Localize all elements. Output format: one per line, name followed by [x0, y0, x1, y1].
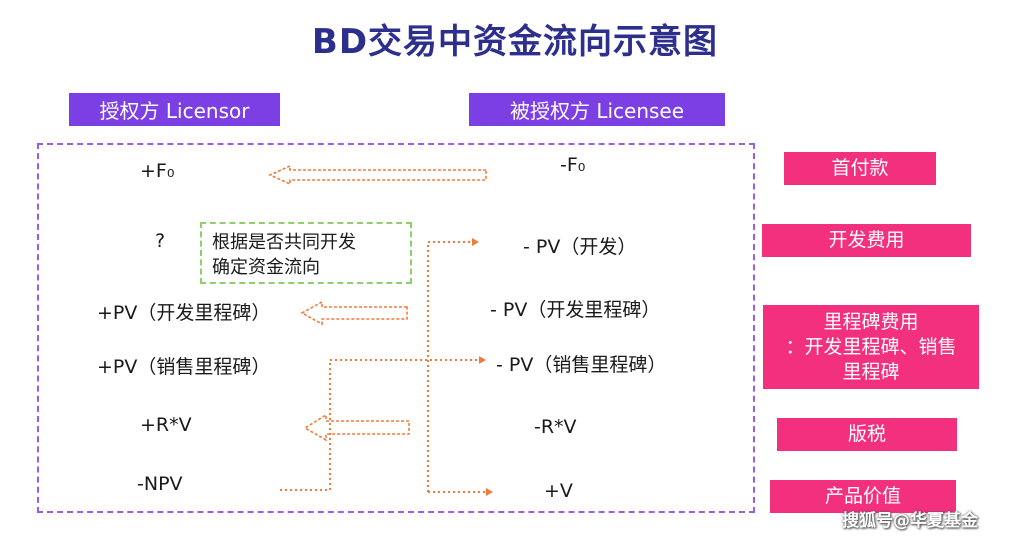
tag-milestone-line-2: ：开发里程碑、销售	[785, 335, 957, 358]
royalty-arrow	[303, 413, 410, 442]
licensor-upfront: +F₀	[140, 160, 175, 182]
licensor-header-label: 授权方 Licensor	[99, 99, 250, 123]
licensee-header-label: 被授权方 Licensee	[509, 99, 685, 123]
watermark: 搜狐号@华夏基金	[842, 511, 978, 531]
licensee-pv-sales-milestone: - PV（销售里程碑）	[496, 354, 667, 376]
licensor-npv: -NPV	[137, 473, 183, 495]
tag-milestone-line-3: 里程碑	[842, 360, 900, 383]
licensor-pv-sales-milestone: +PV（销售里程碑）	[97, 356, 271, 378]
licensor-pv-dev-milestone: +PV（开发里程碑）	[97, 302, 271, 324]
tag-upfront-payment: 首付款	[784, 152, 936, 185]
licensor-question: ?	[155, 230, 166, 252]
tag-milestone-fees: 里程碑费用 ：开发里程碑、销售 里程碑	[763, 305, 979, 389]
licensee-header: 被授权方 Licensee	[469, 93, 725, 126]
note-line-1: 根据是否共同开发	[212, 232, 356, 253]
licensee-product-value: +V	[544, 480, 573, 502]
licensor-royalty: +R*V	[140, 414, 192, 436]
dev-cost-connector	[427, 238, 479, 492]
tag-royalty: 版税	[777, 418, 957, 451]
dev-milestone-arrow	[300, 300, 408, 326]
tag-development-cost-label: 开发费用	[828, 229, 905, 251]
tag-royalty-label: 版税	[847, 423, 886, 445]
licensee-pv-dev: - PV（开发）	[523, 236, 637, 258]
note-line-2: 确定资金流向	[212, 257, 320, 278]
tag-product-value: 产品价值	[770, 480, 956, 513]
tag-development-cost: 开发费用	[762, 224, 971, 257]
licensee-royalty: -R*V	[534, 416, 577, 438]
tag-upfront-payment-label: 首付款	[831, 157, 889, 179]
flow-frame	[37, 143, 755, 513]
licensee-pv-dev-milestone: - PV（开发里程碑）	[490, 299, 661, 321]
tag-milestone-line-1: 里程碑费用	[823, 310, 919, 333]
licensor-header: 授权方 Licensor	[69, 93, 280, 126]
sales-milestone-connector	[280, 356, 486, 491]
upfront-payment-arrow	[268, 164, 487, 186]
tag-product-value-label: 产品价值	[824, 485, 901, 507]
diagram-title: BD交易中资金流向示意图	[311, 22, 719, 62]
co-development-note: 根据是否共同开发 确定资金流向	[200, 222, 412, 284]
licensee-upfront: -F₀	[560, 154, 586, 176]
